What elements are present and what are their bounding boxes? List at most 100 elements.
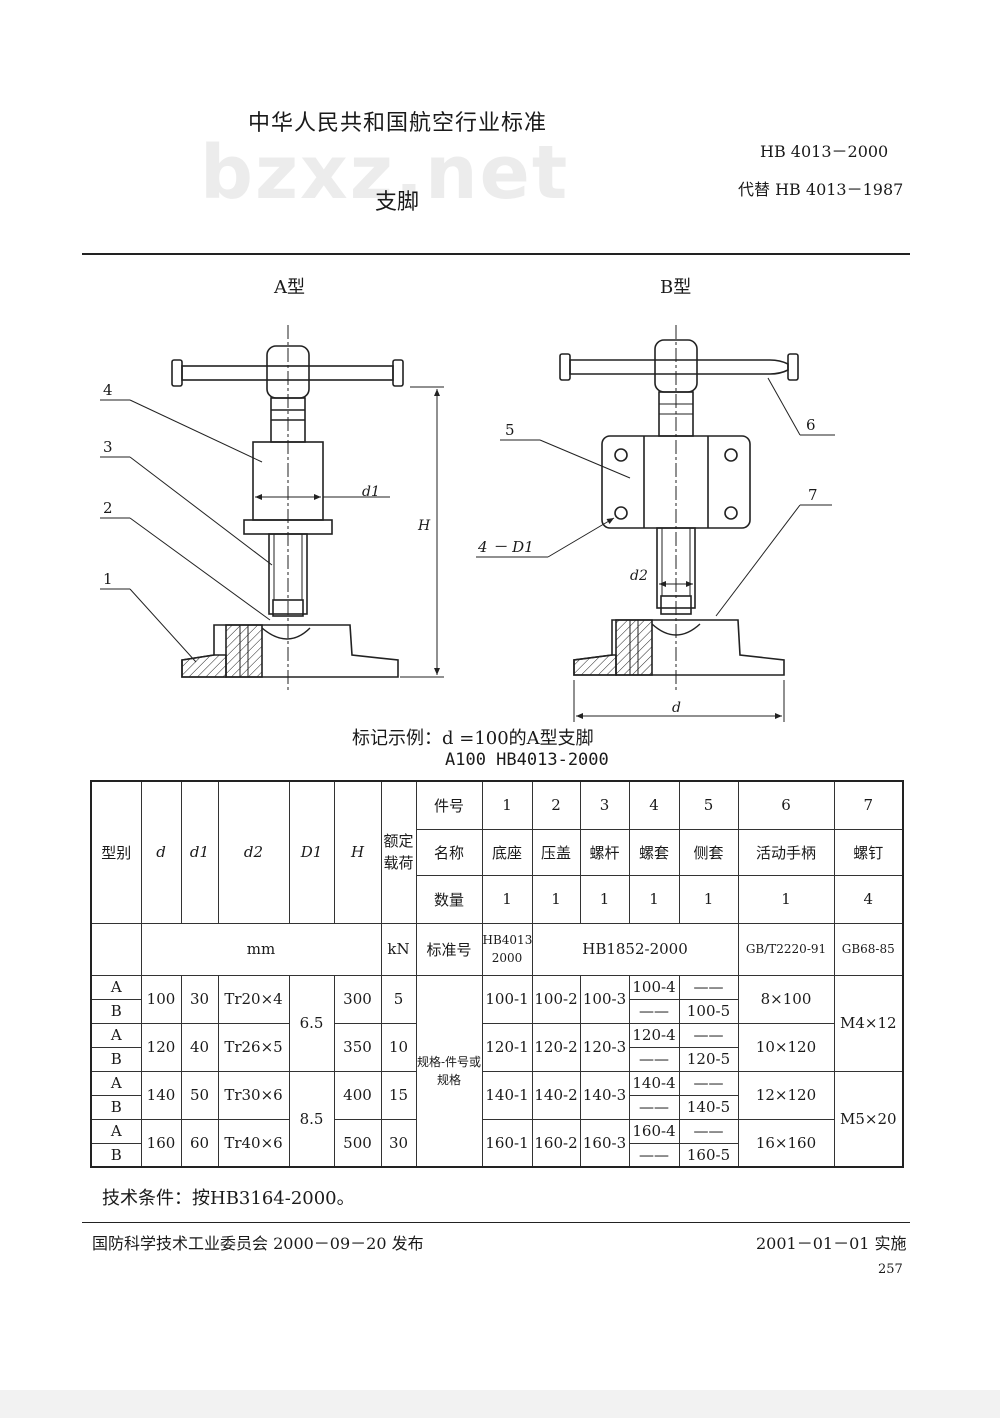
header-D1: D1 <box>288 780 335 924</box>
type-b: B <box>90 1142 142 1168</box>
cell-p3: 140-3 <box>579 1070 630 1120</box>
cell-p5: 100-5 <box>678 998 739 1024</box>
cell-p5: —— <box>678 1118 739 1144</box>
issuer: 国防科学技术工业委员会 2000－09－20 发布 <box>92 1234 424 1253</box>
type-a-drawing: d1 H 4 3 2 1 <box>100 325 444 690</box>
type-b: B <box>90 1094 142 1120</box>
cell-p1: 100-1 <box>481 974 533 1024</box>
part-name-6: 活动手柄 <box>737 828 835 876</box>
cell-p6: 10×120 <box>737 1022 835 1072</box>
type-b: B <box>90 1046 142 1072</box>
cell-p5: 160-5 <box>678 1142 739 1168</box>
cell-p2: 100-2 <box>531 974 581 1024</box>
cell-p7: M5×20 <box>833 1070 904 1168</box>
type-a: A <box>90 1070 142 1096</box>
cell-p5: —— <box>678 1022 739 1048</box>
doc-title: 支脚 <box>375 190 420 215</box>
cell-d2: Tr30×6 <box>217 1070 290 1120</box>
part-no-6: 6 <box>737 780 835 830</box>
cell-D1: 8.5 <box>288 1070 335 1168</box>
part-qty-7: 4 <box>833 874 904 924</box>
cell-p4: 100-4 <box>628 974 680 1000</box>
header-qty: 数量 <box>415 874 483 924</box>
cell-p3: 120-3 <box>579 1022 630 1072</box>
cell-H: 400 <box>333 1070 382 1120</box>
callout-5: 5 <box>505 421 515 439</box>
cell-load: 30 <box>380 1118 417 1168</box>
header-d: d <box>140 780 182 924</box>
dim-h-label: H <box>417 518 431 534</box>
dim-d1-label: d1 <box>362 484 380 500</box>
header-rule <box>82 253 910 255</box>
part-name-5: 侧套 <box>678 828 739 876</box>
cell-p2: 120-2 <box>531 1022 581 1072</box>
cell-p1: 140-1 <box>481 1070 533 1120</box>
callout-6: 6 <box>806 416 816 434</box>
cell-d2: Tr20×4 <box>217 974 290 1024</box>
header-part-no: 件号 <box>415 780 483 830</box>
part-name-4: 螺套 <box>628 828 680 876</box>
part-no-2: 2 <box>531 780 581 830</box>
part-qty-6: 1 <box>737 874 835 924</box>
page-number: 257 <box>878 1262 903 1277</box>
tech-conditions: 技术条件：按HB3164-2000。 <box>102 1188 355 1209</box>
std-part-2-5: HB1852-2000 <box>531 922 739 976</box>
part-qty-2: 1 <box>531 874 581 924</box>
cell-d: 160 <box>140 1118 182 1168</box>
cell-p1: 120-1 <box>481 1022 533 1072</box>
replaces-standard: 代替 HB 4013－1987 <box>738 180 904 199</box>
part-no-5: 5 <box>678 780 739 830</box>
cell-d2: Tr26×5 <box>217 1022 290 1072</box>
type-a: A <box>90 1022 142 1048</box>
type-b: B <box>90 998 142 1024</box>
cell-p2: 140-2 <box>531 1070 581 1120</box>
cell-p4: —— <box>628 998 680 1024</box>
cell-p5: —— <box>678 974 739 1000</box>
part-no-4: 4 <box>628 780 680 830</box>
cell-load: 15 <box>380 1070 417 1120</box>
cell-d: 120 <box>140 1022 182 1072</box>
label-4-d1: 4 － D1 <box>477 538 534 556</box>
std-part-6: GB/T2220-91 <box>737 922 835 976</box>
unit-kn: kN <box>380 922 417 976</box>
cell-p4: 160-4 <box>628 1118 680 1144</box>
cell-p5: —— <box>678 1070 739 1096</box>
cell-p4: —— <box>628 1046 680 1072</box>
type-a: A <box>90 974 142 1000</box>
callout-4: 4 <box>103 381 113 399</box>
type-a: A <box>90 1118 142 1144</box>
cell-p4: —— <box>628 1142 680 1168</box>
header-load: 额定载荷 <box>380 780 417 924</box>
cell-d: 140 <box>140 1070 182 1120</box>
cell-d1: 30 <box>180 974 219 1024</box>
part-qty-3: 1 <box>579 874 630 924</box>
header-std: 标准号 <box>415 922 483 976</box>
cell-p4: 120-4 <box>628 1022 680 1048</box>
part-qty-4: 1 <box>628 874 680 924</box>
std-part-1: HB4013-2000 <box>481 922 533 976</box>
header-H: H <box>333 780 382 924</box>
spec-table: 型别 d d1 d2 D1 H 额定载荷 件号 1 2 3 4 5 6 7 名称… <box>90 780 904 1168</box>
cell-p4: 140-4 <box>628 1070 680 1096</box>
cell-p1: 160-1 <box>481 1118 533 1168</box>
type-a-label: A型 <box>273 277 305 298</box>
callout-7: 7 <box>808 486 818 504</box>
dim-d-label: d <box>672 700 681 716</box>
std-part-7: GB68-85 <box>833 922 904 976</box>
cell-p7: M4×12 <box>833 974 904 1072</box>
standard-title: 中华人民共和国航空行业标准 <box>248 111 548 136</box>
cell-D1: 6.5 <box>288 974 335 1072</box>
callout-3: 3 <box>103 438 113 456</box>
cell-p5: 140-5 <box>678 1094 739 1120</box>
effective-date: 2001－01－01 实施 <box>756 1234 907 1253</box>
part-name-2: 压盖 <box>531 828 581 876</box>
header-type: 型别 <box>90 780 142 924</box>
header-name: 名称 <box>415 828 483 876</box>
cell-d2: Tr40×6 <box>217 1118 290 1168</box>
cell-d1: 60 <box>180 1118 219 1168</box>
cell-p5: 120-5 <box>678 1046 739 1072</box>
header-d1: d1 <box>180 780 219 924</box>
part-qty-1: 1 <box>481 874 533 924</box>
scan-bottom-edge <box>0 1390 1000 1418</box>
spec-label: 规格-件号或规格 <box>415 974 483 1168</box>
